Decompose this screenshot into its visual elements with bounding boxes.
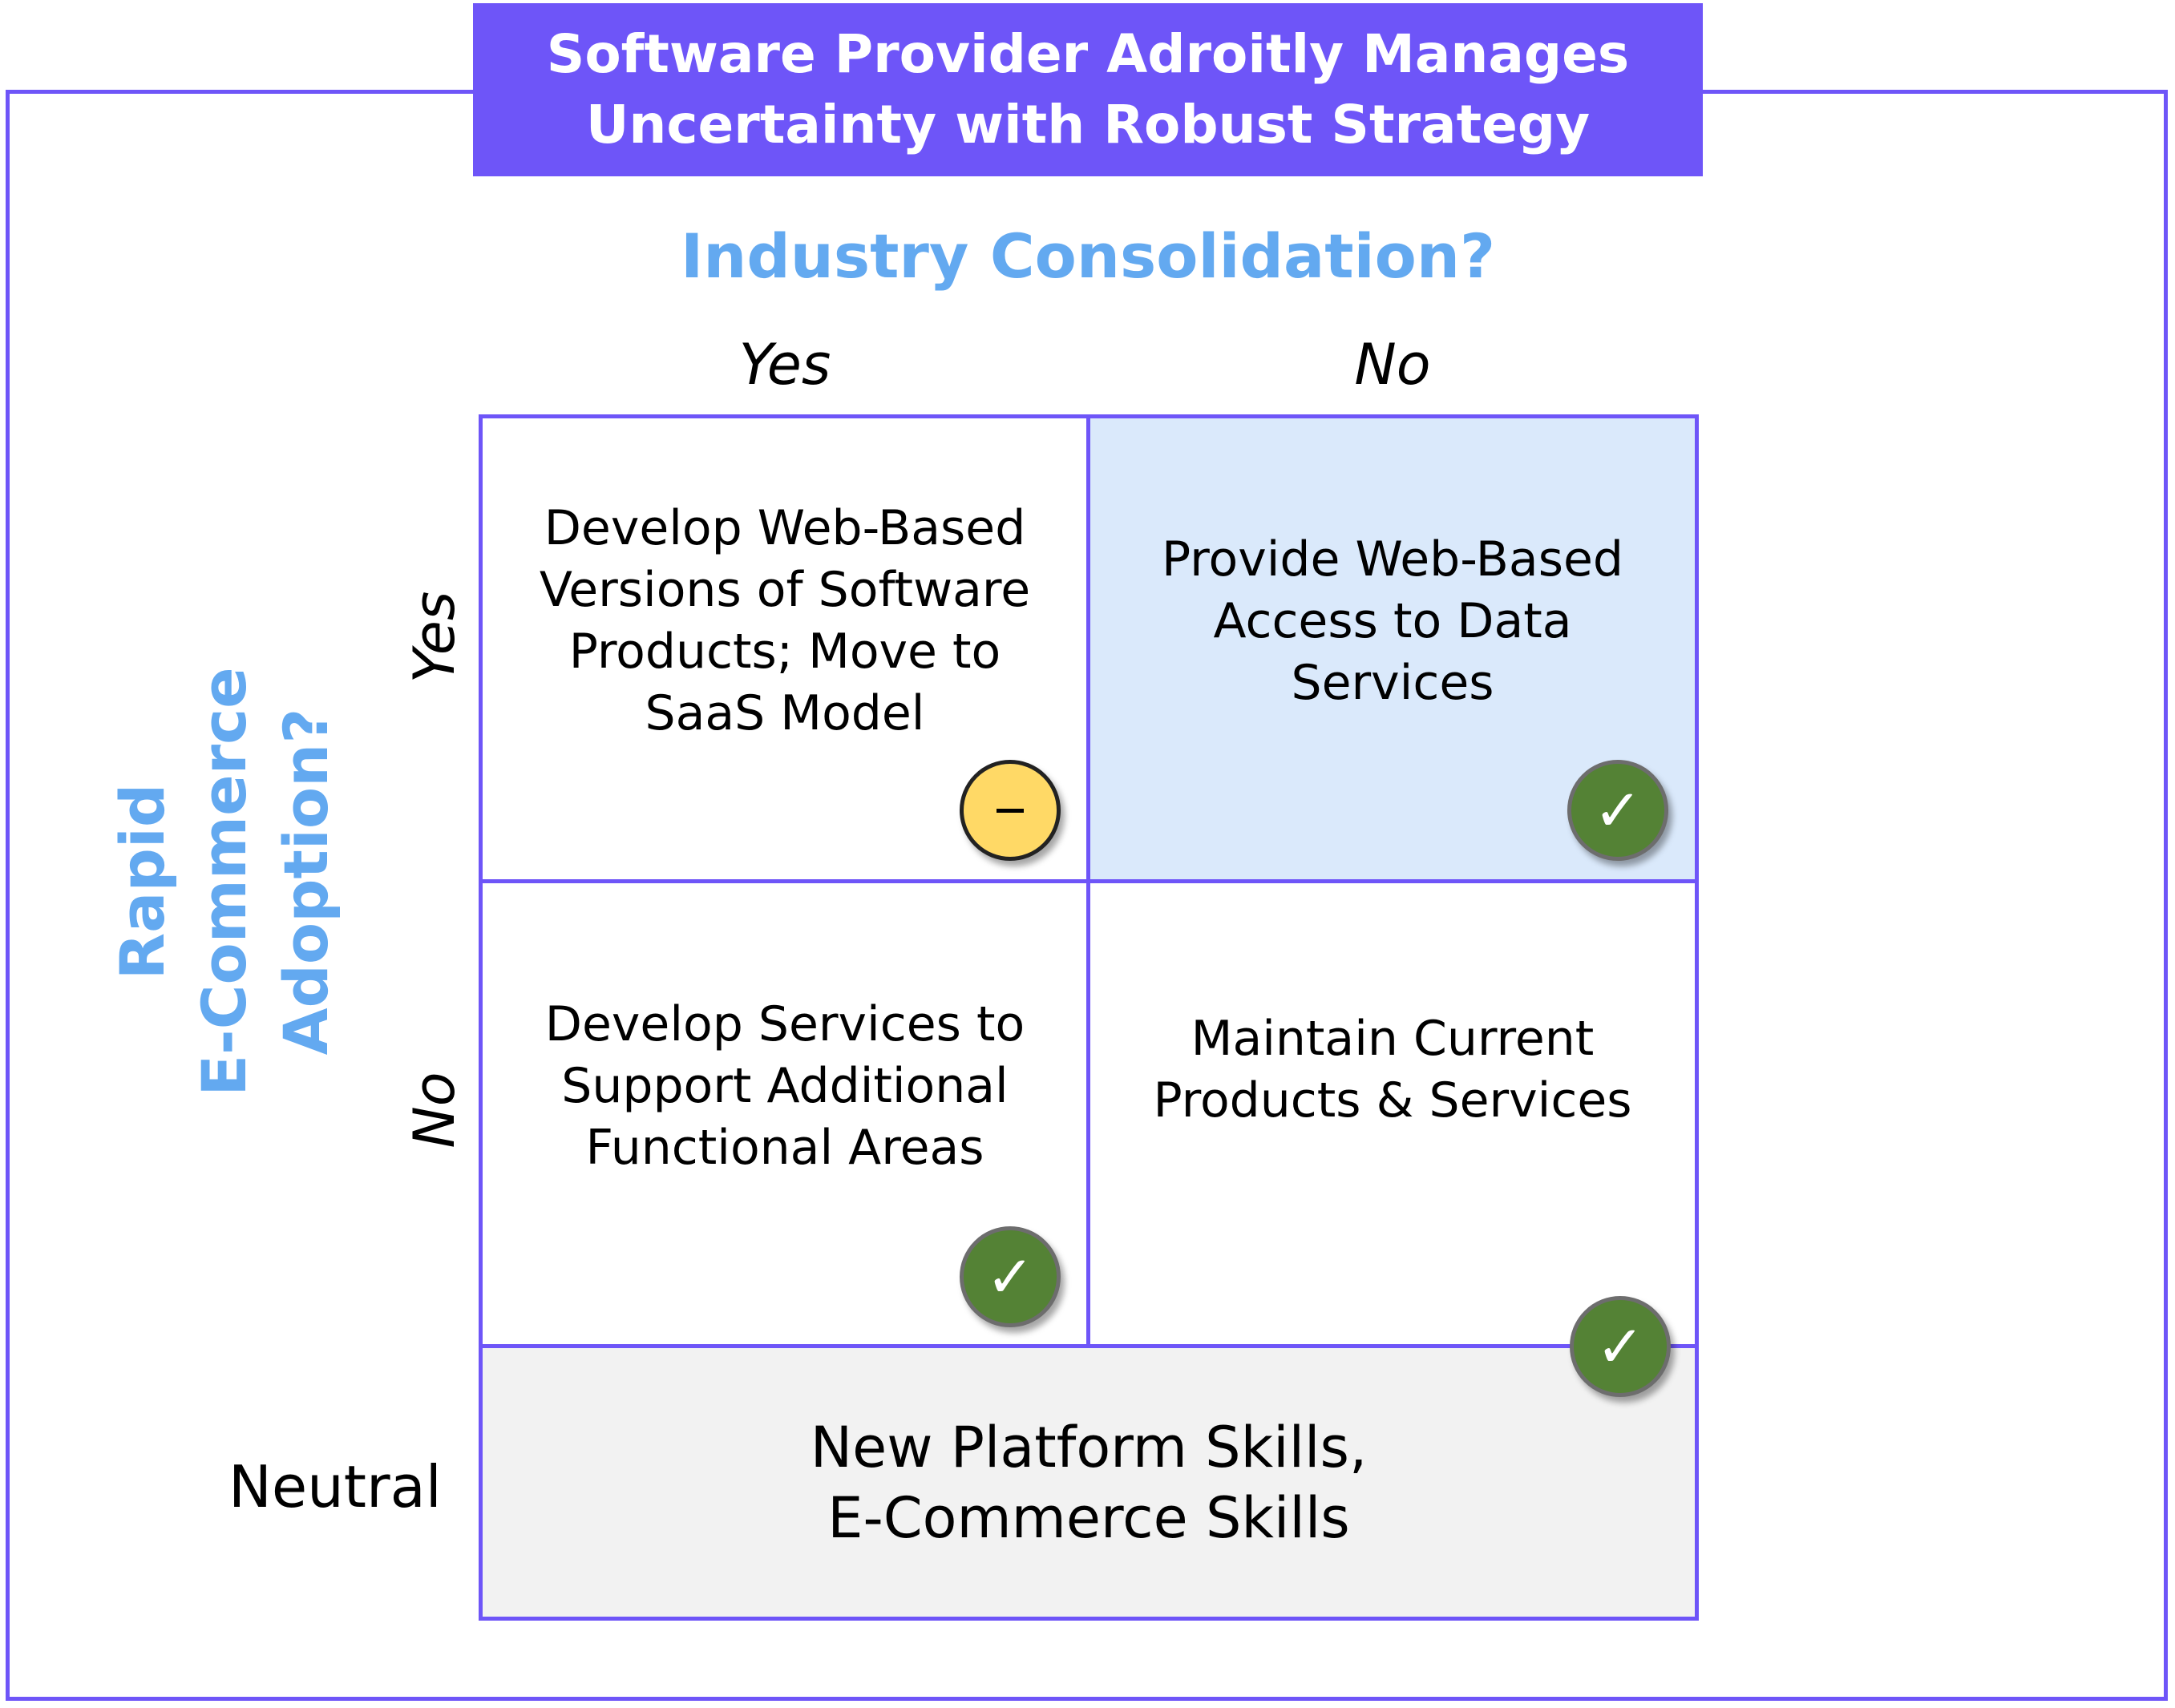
check-icon: ✓: [1570, 1296, 1671, 1397]
check-glyph: ✓: [985, 1243, 1035, 1310]
cell-line: Functional Areas: [585, 1119, 984, 1176]
row-axis-title-line-1: Rapid: [107, 783, 178, 980]
cell-line: Services: [1291, 654, 1494, 711]
check-icon: ✓: [960, 1226, 1061, 1327]
dash-icon: [960, 760, 1061, 861]
check-glyph: ✓: [1595, 1313, 1645, 1380]
cell-consolidation-yes-adoption-yes: Develop Web-Based Versions of Software P…: [481, 417, 1089, 882]
cell-line: Access to Data: [1213, 592, 1572, 649]
title-line-2: Uncertainty with Robust Strategy: [585, 94, 1591, 155]
grid-line-center: [1086, 414, 1090, 1347]
row-axis-title: Rapid E-Commerce Adoption?: [102, 657, 347, 1106]
cell-line: Versions of Software: [539, 562, 1031, 618]
check-icon: ✓: [1567, 760, 1668, 861]
cell-line: Support Additional: [561, 1057, 1009, 1114]
column-label-no: No: [1354, 332, 1431, 398]
neutral-row-cell: New Platform Skills, E-Commerce Skills: [481, 1347, 1696, 1619]
row-label-no: No: [402, 1072, 467, 1149]
cell-line: Products; Move to: [568, 624, 1001, 680]
grid-line-right: [1695, 414, 1699, 1621]
cell-line: Develop Services to: [544, 995, 1025, 1052]
dash-mark: [997, 808, 1024, 813]
cell-line: New Platform Skills,: [810, 1415, 1368, 1480]
cell-consolidation-no-adoption-no: Maintain Current Products & Services: [1089, 882, 1696, 1347]
column-axis-title: Industry Consolidation?: [680, 220, 1496, 292]
row-axis-title-line-3: Adoption?: [270, 708, 342, 1056]
title-line-1: Software Provider Adroitly Manages: [546, 23, 1630, 85]
row-label-yes: Yes: [402, 591, 467, 684]
grid-line-left: [479, 414, 483, 1621]
column-label-yes: Yes: [738, 332, 831, 398]
grid-line-bottom: [479, 1617, 1699, 1621]
check-glyph: ✓: [1593, 777, 1643, 844]
cell-line: SaaS Model: [645, 685, 925, 741]
diagram-title: Software Provider Adroitly Manages Uncer…: [473, 3, 1703, 176]
row-label-neutral: Neutral: [228, 1453, 442, 1520]
cell-line: E-Commerce Skills: [827, 1485, 1350, 1551]
cell-consolidation-yes-adoption-no: Develop Services to Support Additional F…: [481, 882, 1089, 1347]
cell-line: Provide Web-Based: [1162, 531, 1623, 588]
cell-line: Develop Web-Based: [544, 500, 1026, 556]
cell-line: Products & Services: [1153, 1072, 1632, 1129]
row-axis-title-line-2: E-Commerce: [188, 667, 260, 1096]
cell-line: Maintain Current: [1191, 1011, 1595, 1067]
